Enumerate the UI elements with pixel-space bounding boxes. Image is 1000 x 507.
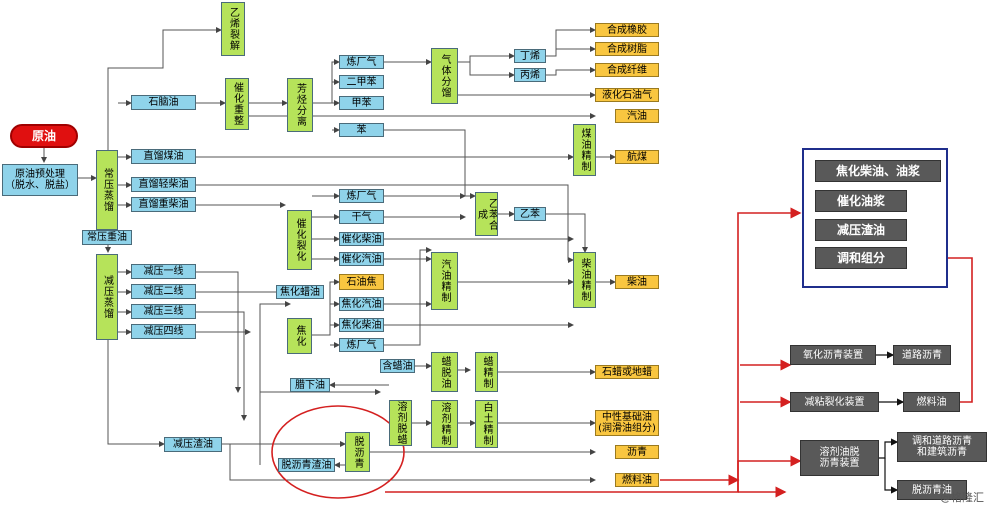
clay-refining-unit: 白土精制 (475, 400, 498, 448)
stream-butene: 丁烯 (514, 49, 546, 63)
panel-item-vac-residue: 减压渣油 (815, 219, 907, 241)
panel-item-coking-diesel-slurry: 焦化柴油、油浆 (815, 160, 941, 182)
panel-item-blend-component: 调和组分 (815, 247, 907, 269)
stream-refinery-gas-2: 炼厂气 (339, 189, 384, 203)
product-jet-fuel: 航煤 (615, 150, 659, 164)
product-diesel: 柴油 (615, 275, 659, 289)
atm-distillation-unit: 常压蒸馏 (96, 150, 118, 230)
stream-cat-diesel: 催化柴油 (339, 232, 384, 246)
stream-xylene: 二甲苯 (339, 75, 384, 89)
stream-dry-gas: 干气 (339, 210, 384, 224)
catalytic-cracking-unit: 催化裂化 (287, 210, 312, 270)
kerosene-refining-unit: 煤油精制 (573, 124, 596, 176)
wax-refining-unit: 蜡精制 (475, 352, 498, 392)
product-fuel-oil: 燃料油 (615, 473, 659, 487)
product-asphalt: 沥青 (615, 445, 659, 459)
stream-straight-kerosene: 直馏煤油 (131, 149, 196, 164)
blended-road-building-asphalt: 调和道路沥青 和建筑沥青 (897, 432, 987, 462)
stream-coking-wax-oil: 焦化蜡油 (276, 285, 324, 299)
deasphalting-unit: 脱沥青 (345, 432, 370, 472)
stream-refinery-gas-1: 炼厂气 (339, 55, 384, 69)
stream-propene: 丙烯 (514, 68, 546, 82)
stream-vac-1: 减压一线 (131, 264, 196, 279)
deasphalted-oil-product: 脱沥青油 (897, 480, 967, 500)
stream-vac-4: 减压四线 (131, 324, 196, 339)
stream-coking-gasoline: 焦化汽油 (339, 297, 384, 311)
oxidized-asphalt-unit: 氧化沥青装置 (790, 345, 876, 365)
stream-benzene: 苯 (339, 123, 384, 137)
stream-vac-3: 减压三线 (131, 304, 196, 319)
panel-item-cat-slurry: 催化油浆 (815, 190, 907, 212)
product-wax: 石蜡或地蜡 (595, 365, 659, 379)
stream-ethylbenzene: 乙苯 (514, 207, 546, 221)
stream-straight-heavy-diesel: 直馏重柴油 (131, 197, 196, 212)
solvent-refining-unit: 溶剂精制 (431, 400, 458, 448)
stream-vac-residue: 减压渣油 (164, 437, 222, 452)
stream-petroleum-coke: 石油焦 (339, 274, 384, 290)
road-asphalt-product: 道路沥青 (893, 345, 951, 365)
stream-vac-2: 减压二线 (131, 284, 196, 299)
gas-fractionation-unit: 气体分馏 (431, 48, 458, 104)
stream-refinery-gas-3: 炼厂气 (339, 338, 384, 352)
stream-wax-oil: 含蜡油 (380, 359, 415, 373)
solvent-deasphalting-unit: 溶剂油脱 沥青装置 (800, 440, 879, 476)
vacuum-distillation-unit: 减压蒸馏 (96, 254, 118, 340)
wax-deoiling-unit: 蜡脱油 (431, 352, 458, 392)
coking-unit: 焦化 (287, 318, 312, 354)
stream-deasphalted-residue: 脱沥青渣油 (278, 458, 335, 472)
fuel-oil-product-2: 燃料油 (903, 392, 960, 412)
product-lpg: 液化石油气 (595, 88, 659, 102)
stream-atm-residue: 常压重油 (82, 230, 132, 245)
diesel-refining-unit: 柴油精制 (573, 252, 596, 308)
solvent-dewaxing-unit: 溶剂脱蜡 (389, 400, 412, 446)
stream-naphtha: 石脑油 (131, 95, 196, 110)
crude-oil-node: 原油 (10, 124, 78, 148)
pretreatment-node: 原油预处理 （脱水、脱盐） (2, 164, 78, 196)
catalytic-reforming-unit: 催化重整 (225, 78, 249, 130)
stream-straight-light-diesel: 直馏轻柴油 (131, 177, 196, 192)
gasoline-refining-unit: 汽油精制 (431, 252, 458, 310)
product-synthetic-resin: 合成树脂 (595, 42, 659, 56)
product-synthetic-fiber: 合成纤维 (595, 63, 659, 77)
stream-cat-gasoline: 催化汽油 (339, 252, 384, 266)
product-base-oil: 中性基础油 (润滑油组分) (595, 410, 659, 436)
aromatic-separation-unit: 芳烃分离 (287, 78, 313, 132)
stream-toluene: 甲苯 (339, 96, 384, 110)
product-synthetic-rubber: 合成橡胶 (595, 23, 659, 37)
ethylbenzene-synthesis-unit: 乙苯合成 (475, 192, 498, 236)
product-gasoline: 汽油 (615, 109, 659, 123)
watermark: @格隆汇 (940, 491, 984, 504)
visbreaking-unit: 减粘裂化装置 (790, 392, 879, 412)
stream-coking-diesel: 焦化柴油 (339, 318, 384, 332)
ethylene-cracking-unit: 乙烯裂解 (221, 2, 245, 56)
stream-slack-oil: 腊下油 (290, 378, 330, 392)
